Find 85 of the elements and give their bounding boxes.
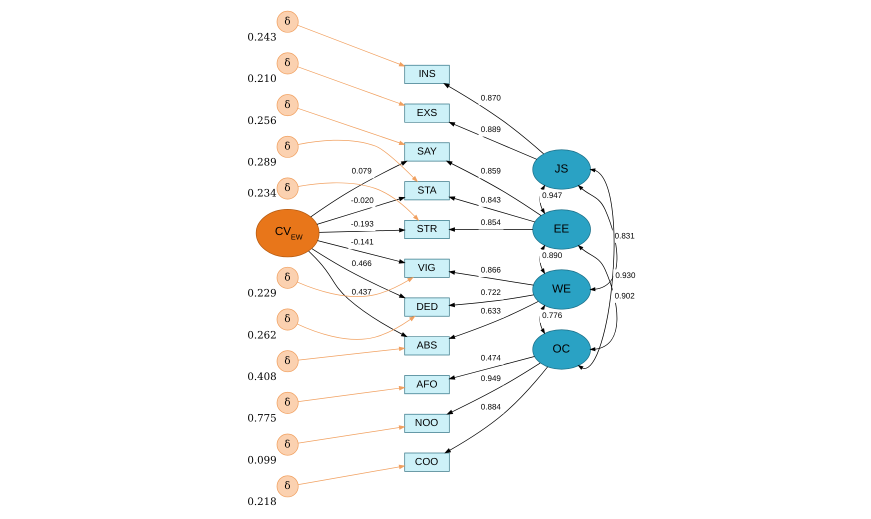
node-circle: δ [276, 94, 299, 116]
arrow [448, 301, 539, 339]
edge-label: 0.437 [352, 287, 372, 296]
edge-label: 0.949 [480, 374, 501, 383]
arrow [298, 346, 406, 360]
arrow [316, 196, 406, 225]
node-circle: δ [276, 178, 299, 200]
node-label: 0.408 [247, 371, 277, 384]
node-box: DED [404, 298, 450, 317]
node-label: 0.099 [247, 454, 277, 466]
arrow [297, 276, 414, 297]
edge-label: 0.722 [480, 288, 501, 298]
node-label: 0.256 [247, 114, 277, 127]
node-label: 0.775 [247, 412, 277, 425]
node-circle: δ [276, 392, 299, 414]
edge-label: -0.193 [350, 219, 374, 228]
edge-label: 0.859 [480, 166, 501, 176]
arrow [298, 386, 406, 402]
arrow [446, 160, 542, 216]
node-circle: δ [276, 434, 299, 456]
edge-label: 0.870 [480, 94, 501, 103]
arrow [444, 366, 548, 454]
node-label: 0.218 [247, 496, 277, 508]
edge-label: 0.633 [480, 306, 501, 316]
arrow [298, 425, 406, 444]
node-circle: δ [276, 52, 299, 74]
edge-label: 0.947 [542, 191, 562, 200]
node-box: STA [404, 181, 450, 200]
node-box: EXS [404, 104, 450, 123]
arrow [448, 270, 534, 286]
edge-label: 0.776 [542, 311, 562, 320]
node-label: 0.289 [247, 156, 277, 169]
edge-label: 0.902 [614, 291, 635, 300]
node-circle: δ [276, 266, 299, 289]
node-circle: δ [276, 308, 299, 330]
arrow [448, 294, 534, 308]
node-label: 0.262 [247, 329, 277, 342]
arrow [318, 228, 406, 233]
node-circle: δ [276, 136, 299, 158]
arrow [297, 24, 406, 66]
node-box: VIG [404, 258, 450, 278]
arrow [310, 160, 408, 218]
arrow [317, 240, 406, 264]
node-label: 0.234 [247, 187, 277, 200]
node-label: 0.243 [247, 32, 277, 44]
edge-label: -0.020 [350, 196, 374, 206]
node-box: STR [404, 220, 450, 240]
arrow [448, 196, 536, 222]
node-box: COO [404, 452, 450, 472]
arrow [578, 184, 618, 292]
node-circle: δ [276, 475, 299, 498]
arrow [443, 83, 544, 154]
node-box: SAY [404, 142, 450, 162]
node-box: ABS [404, 336, 450, 356]
arrow [296, 316, 416, 340]
node-box: NOO [404, 414, 450, 433]
edge-label: 0.889 [480, 125, 501, 134]
edge-label: 0.474 [480, 353, 501, 362]
edge-label: 0.843 [480, 195, 501, 204]
edge-label: 0.466 [352, 258, 372, 268]
edge-label: 0.890 [542, 251, 562, 260]
node-box: AFO [404, 375, 450, 394]
edge-label: 0.831 [614, 231, 635, 240]
node-circle: δ [276, 350, 299, 372]
arrow [298, 182, 420, 221]
node-ellipse: CV$_{EW}$ [256, 209, 320, 258]
arrow [578, 168, 614, 370]
edge-label: 0.930 [615, 270, 636, 280]
node-circle: δ [276, 10, 299, 33]
edge-label: -0.141 [350, 238, 374, 247]
node-label: 0.229 [247, 288, 277, 300]
edge-label: 0.884 [480, 402, 501, 412]
arrow [448, 227, 534, 232]
edge-label: 0.854 [480, 218, 501, 227]
edge-label: 0.866 [480, 266, 501, 275]
node-box: INS [404, 64, 450, 84]
arrow [298, 140, 418, 182]
arrow [298, 464, 406, 485]
arrow [297, 66, 406, 106]
arrow [297, 108, 406, 145]
arrow [448, 356, 535, 380]
arrow [308, 250, 408, 338]
node-label: 0.210 [247, 73, 277, 86]
arrow [578, 244, 618, 352]
edge-label: 0.079 [352, 166, 372, 176]
